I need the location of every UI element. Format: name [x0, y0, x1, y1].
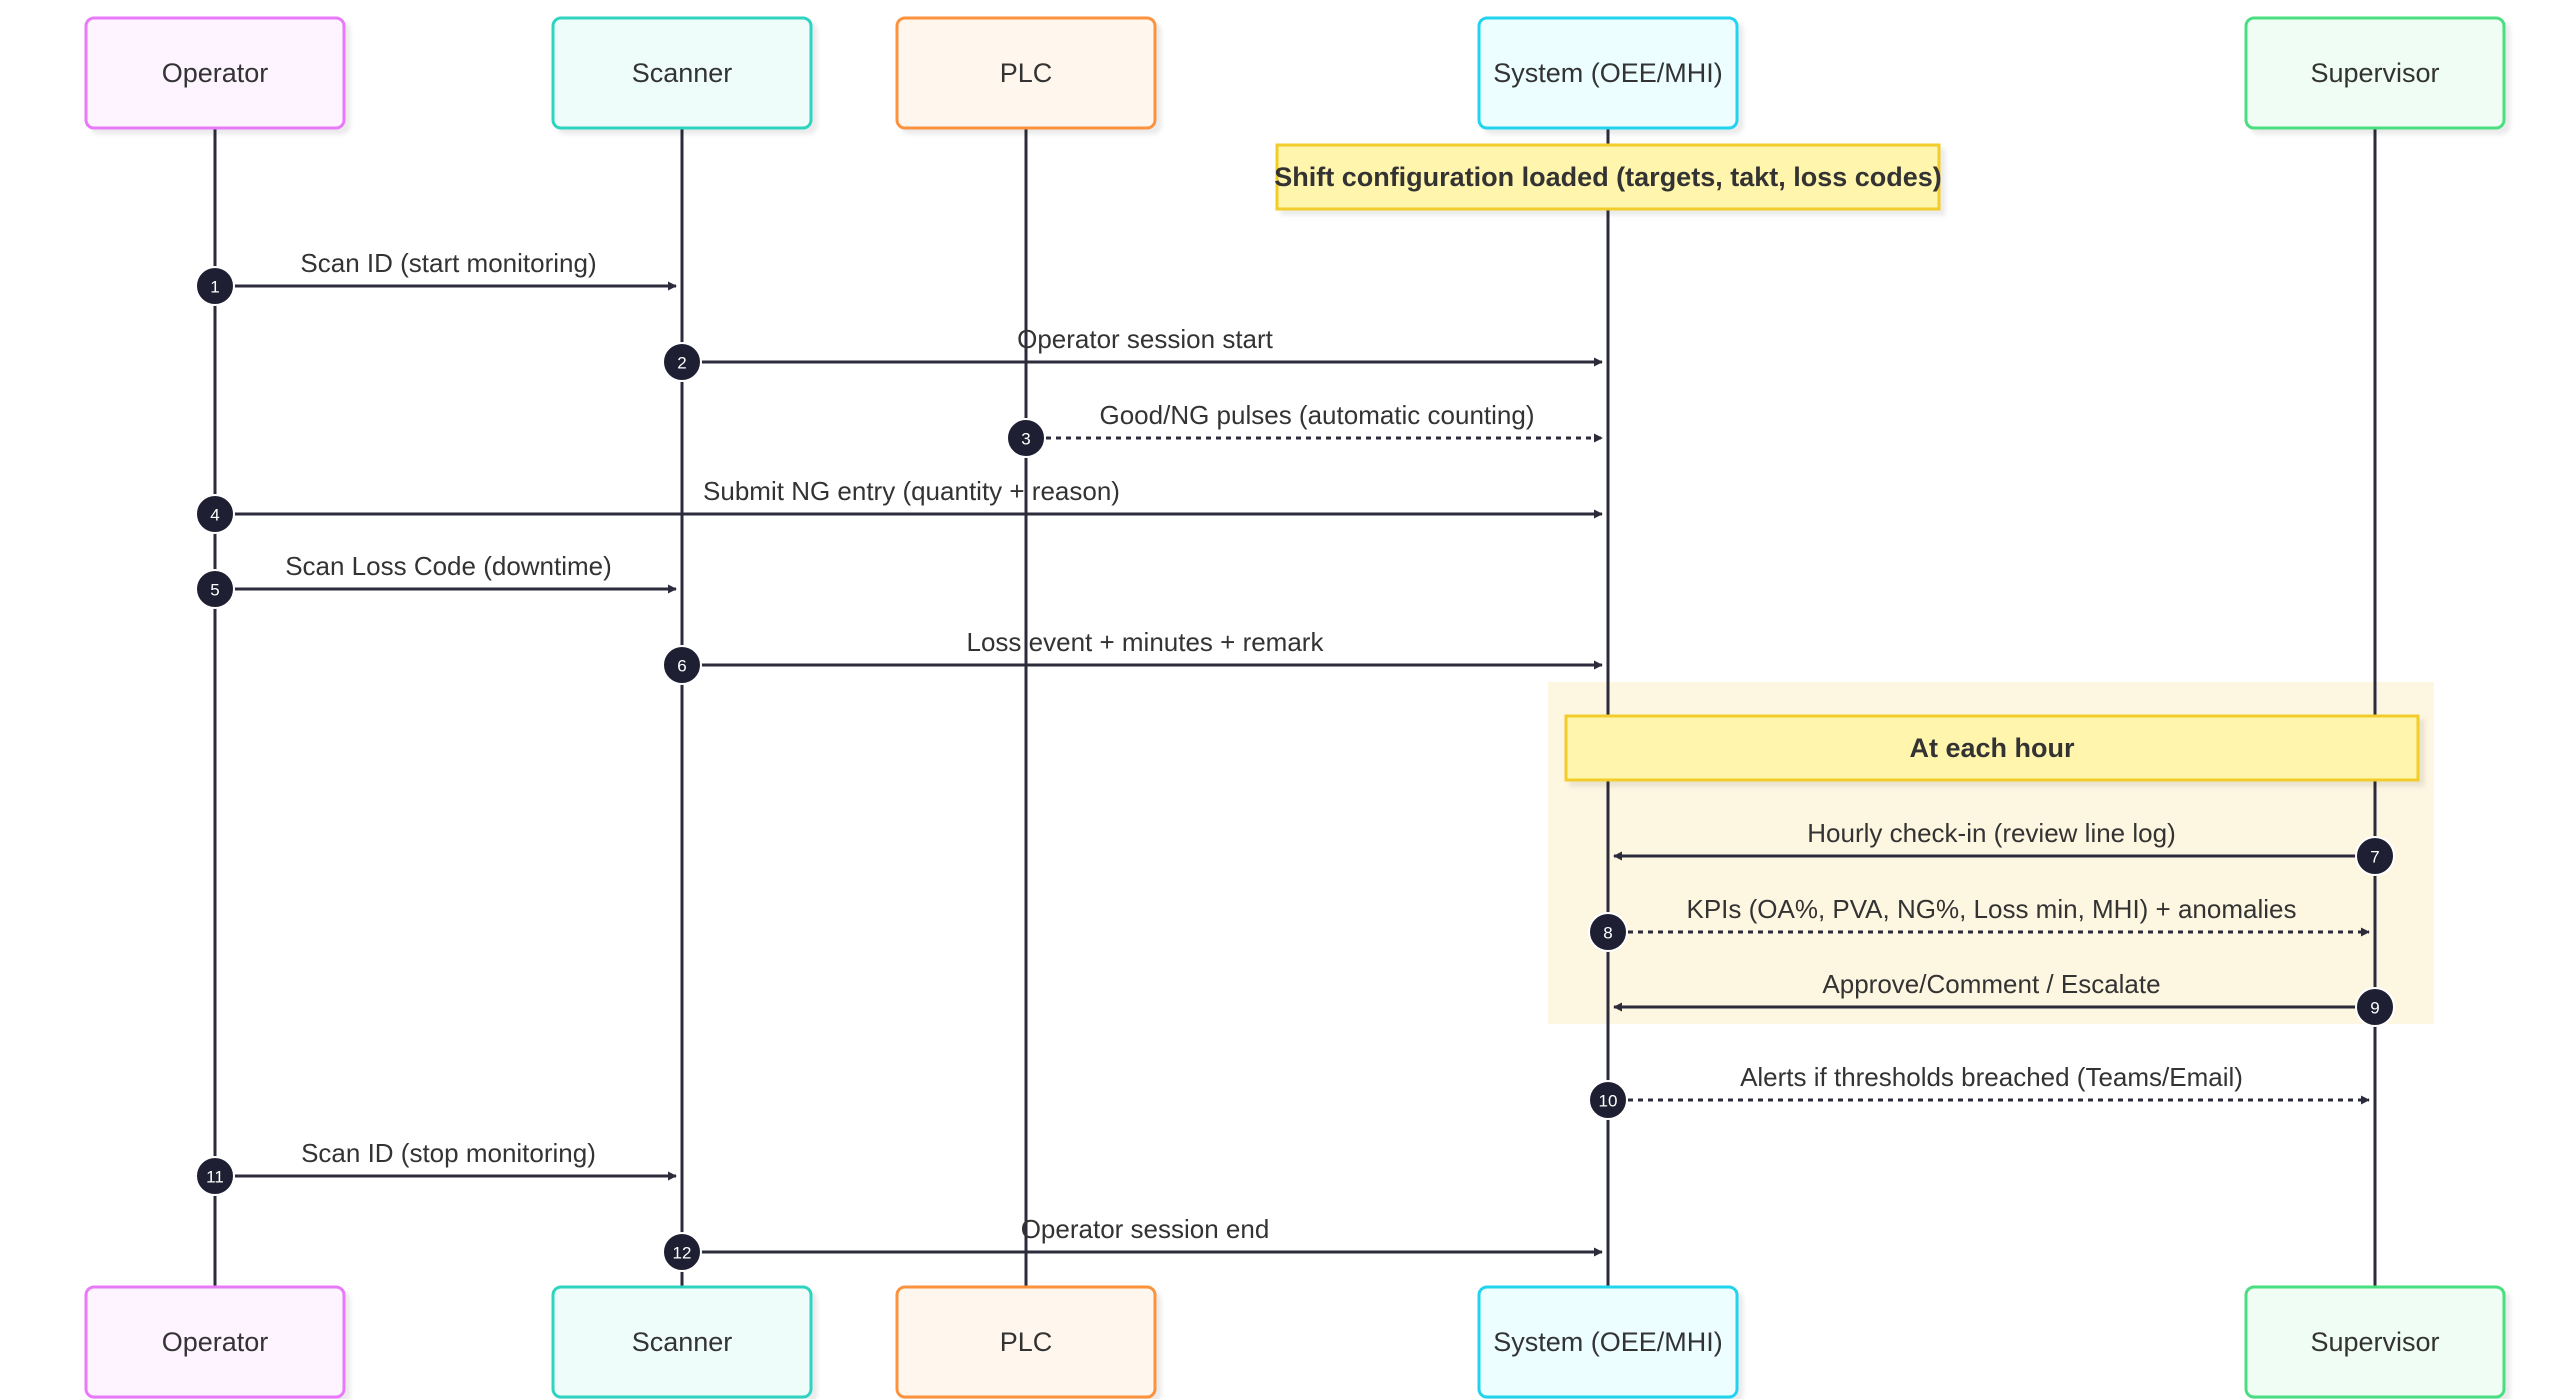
note-shift-config: Shift configuration loaded (targets, tak… — [1274, 143, 1942, 211]
actor-scanner-bottom: Scanner — [551, 1285, 813, 1399]
actor-scanner-top: Scanner — [551, 16, 813, 130]
sequence-number-badge — [195, 1156, 235, 1196]
message-6: Loss event + minutes + remark 6 — [662, 627, 1603, 685]
actor-plc-top: PLC — [895, 16, 1157, 130]
sequence-number: 6 — [677, 657, 686, 676]
note-box — [1275, 143, 1941, 211]
actor-label: Scanner — [632, 1327, 733, 1357]
actor-supervisor-top: Supervisor — [2244, 16, 2506, 130]
message-4: Submit NG entry (quantity + reason) 4 — [195, 476, 1603, 534]
actor-label: PLC — [1000, 58, 1053, 88]
sequence-number-badge — [662, 1232, 702, 1272]
sequence-number: 11 — [206, 1168, 224, 1187]
message-2: Operator session start 2 — [662, 324, 1603, 382]
message-label: Alerts if thresholds breached (Teams/Ema… — [1740, 1062, 2243, 1092]
actor-label: Operator — [162, 58, 269, 88]
sequence-number: 7 — [2370, 848, 2379, 867]
actor-label: System (OEE/MHI) — [1493, 58, 1723, 88]
actor-box — [84, 1285, 346, 1399]
actor-label: Scanner — [632, 58, 733, 88]
sequence-number-badge — [195, 266, 235, 306]
sequence-number: 10 — [1599, 1092, 1618, 1111]
actor-box — [2244, 1285, 2506, 1399]
message-9: Approve/Comment / Escalate 9 — [1613, 969, 2395, 1027]
sequence-number-badge — [1588, 1080, 1628, 1120]
message-5: Scan Loss Code (downtime) 5 — [195, 551, 677, 609]
sequence-number: 12 — [673, 1244, 692, 1263]
message-3: Good/NG pulses (automatic counting) 3 — [1006, 400, 1603, 458]
sequence-number: 4 — [210, 506, 219, 525]
message-1: Scan ID (start monitoring) 1 — [195, 248, 677, 306]
message-label: Hourly check-in (review line log) — [1807, 818, 2175, 848]
actor-box — [2244, 16, 2506, 130]
actor-label: PLC — [1000, 1327, 1053, 1357]
sequence-number-badge — [195, 569, 235, 609]
actor-box — [551, 1285, 813, 1399]
sequence-number: 9 — [2370, 999, 2379, 1018]
actor-system-bottom: System (OEE/MHI) — [1477, 1285, 1739, 1399]
note-box — [1564, 714, 2420, 782]
actor-box — [895, 1285, 1157, 1399]
sequence-number-badge — [662, 342, 702, 382]
message-12: Operator session end 12 — [662, 1214, 1603, 1272]
note-hourly-loop: At each hour — [1564, 714, 2420, 782]
message-label: Scan ID (start monitoring) — [300, 248, 596, 278]
sequence-number: 2 — [677, 354, 686, 373]
sequence-number-badge — [195, 494, 235, 534]
message-11: Scan ID (stop monitoring) 11 — [195, 1138, 677, 1196]
sequence-number: 8 — [1603, 924, 1612, 943]
actor-label: Operator — [162, 1327, 269, 1357]
actor-operator-top: Operator — [84, 16, 346, 130]
sequence-number-badge — [1006, 418, 1046, 458]
message-label: Operator session end — [1021, 1214, 1270, 1244]
actor-box — [84, 16, 346, 130]
note-text: Shift configuration loaded (targets, tak… — [1274, 162, 1942, 192]
actor-label: Supervisor — [2310, 1327, 2439, 1357]
message-label: Good/NG pulses (automatic counting) — [1100, 400, 1535, 430]
actor-box — [1477, 16, 1739, 130]
message-label: Submit NG entry (quantity + reason) — [703, 476, 1120, 506]
message-label: Scan ID (stop monitoring) — [301, 1138, 596, 1168]
sequence-number-badge — [1588, 912, 1628, 952]
message-label: KPIs (OA%, PVA, NG%, Loss min, MHI) + an… — [1687, 894, 2297, 924]
actor-plc-bottom: PLC — [895, 1285, 1157, 1399]
actor-system-top: System (OEE/MHI) — [1477, 16, 1739, 130]
message-label: Approve/Comment / Escalate — [1822, 969, 2160, 999]
actor-box — [895, 16, 1157, 130]
actor-operator-bottom: Operator — [84, 1285, 346, 1399]
actor-label: Supervisor — [2310, 58, 2439, 88]
message-10: Alerts if thresholds breached (Teams/Ema… — [1588, 1062, 2370, 1120]
note-text: At each hour — [1909, 733, 2075, 763]
sequence-number-badge — [662, 645, 702, 685]
sequence-number: 5 — [210, 581, 219, 600]
sequence-number: 1 — [210, 278, 219, 297]
actor-supervisor-bottom: Supervisor — [2244, 1285, 2506, 1399]
actor-label: System (OEE/MHI) — [1493, 1327, 1723, 1357]
sequence-number-badge — [2355, 987, 2395, 1027]
actor-box — [1477, 1285, 1739, 1399]
message-label: Operator session start — [1017, 324, 1274, 354]
message-label: Loss event + minutes + remark — [967, 627, 1325, 657]
message-8: KPIs (OA%, PVA, NG%, Loss min, MHI) + an… — [1588, 894, 2370, 952]
message-7: Hourly check-in (review line log) 7 — [1613, 818, 2395, 876]
sequence-number: 3 — [1021, 430, 1030, 449]
actor-box — [551, 16, 813, 130]
sequence-number-badge — [2355, 836, 2395, 876]
message-label: Scan Loss Code (downtime) — [285, 551, 612, 581]
